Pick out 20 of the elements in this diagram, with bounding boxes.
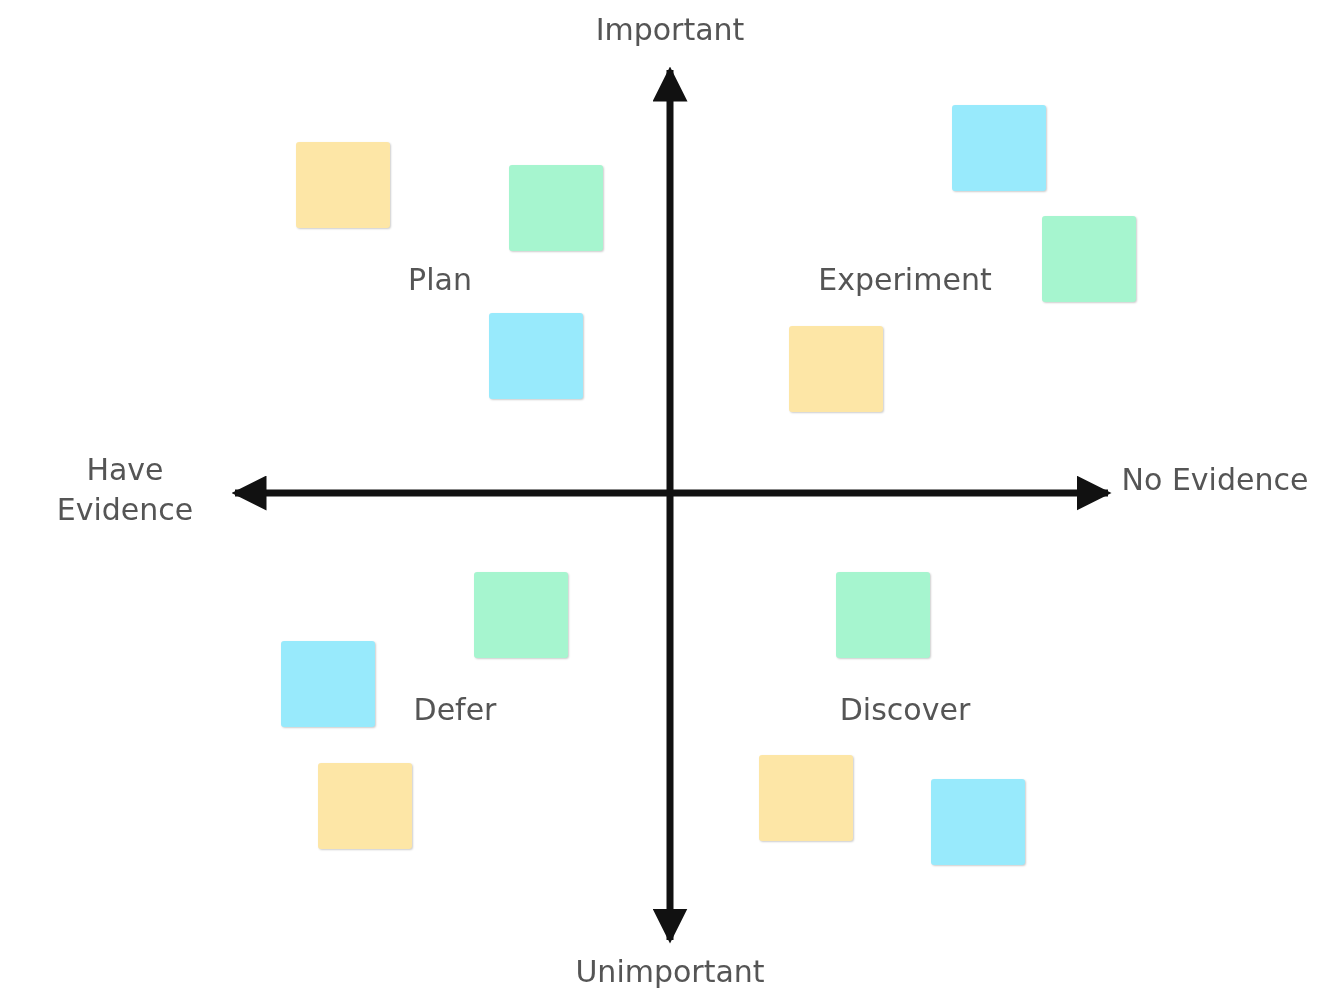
sticky-note: [836, 572, 930, 658]
sticky-note: [489, 313, 583, 399]
quadrant-label: Discover: [838, 691, 972, 729]
sticky-note: [296, 142, 390, 228]
quadrant-label: Plan: [407, 261, 473, 299]
sticky-note: [931, 779, 1025, 865]
axis-label: Unimportant: [574, 953, 766, 991]
sticky-note: [952, 105, 1046, 191]
sticky-note: [318, 763, 412, 849]
axis-label: Have Evidence: [55, 451, 195, 529]
sticky-note: [474, 572, 568, 658]
axis-label: No Evidence: [1120, 461, 1310, 499]
sticky-note: [789, 326, 883, 412]
sticky-note: [509, 165, 603, 251]
quadrant-label: Defer: [412, 691, 498, 729]
axis-label: Important: [594, 11, 746, 49]
sticky-note: [1042, 216, 1136, 302]
quadrant-label: Experiment: [817, 261, 993, 299]
sticky-note: [759, 755, 853, 841]
sticky-note: [281, 641, 375, 727]
